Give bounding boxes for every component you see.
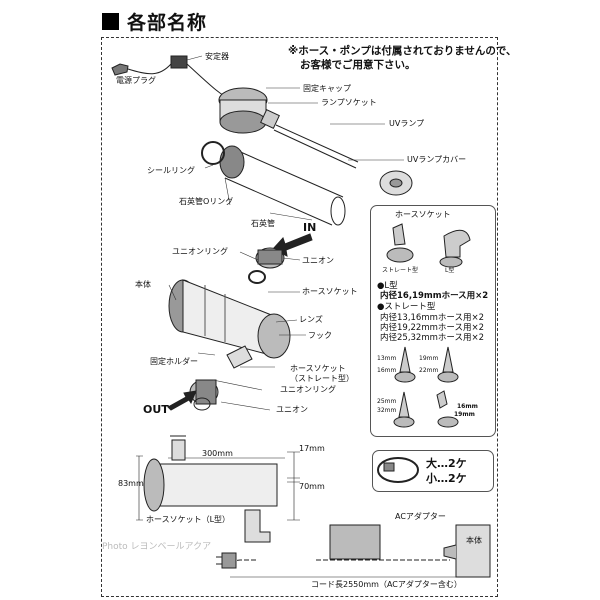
hose-band-box bbox=[372, 450, 494, 492]
straight-type-label: ストレート型 bbox=[382, 267, 419, 274]
ac-adapter-shape bbox=[329, 524, 381, 560]
diagram-frame bbox=[101, 37, 498, 597]
l-spec: 内径16,19mmホース用×2 bbox=[380, 291, 489, 301]
hose-panel-title: ホースソケット bbox=[395, 210, 451, 219]
fixing-cap-label: 固定キャップ bbox=[303, 84, 351, 93]
straight-head: ●ストレート型 bbox=[377, 302, 436, 312]
section-heading: 各部名称 bbox=[102, 8, 207, 35]
lens-label: レンズ bbox=[299, 315, 323, 324]
lamp-socket-label: ランプソケット bbox=[321, 98, 377, 107]
dim-height: 83mm bbox=[118, 479, 144, 488]
seal-ring-label: シールリング bbox=[147, 166, 195, 175]
power-plug-shape bbox=[111, 63, 129, 76]
uv-lamp-shape bbox=[273, 124, 359, 169]
straight-spec-1: 内径13,16mmホース用×2 bbox=[380, 313, 484, 323]
union-bottom-label: ユニオン bbox=[276, 405, 308, 414]
hose-socket-l-label: ホースソケット（L型） bbox=[146, 515, 231, 524]
body-label: 本体 bbox=[135, 280, 151, 289]
union-top-label: ユニオン bbox=[302, 256, 334, 265]
size-l-16: 16mm bbox=[457, 403, 478, 410]
ac-adapter-label: ACアダプター bbox=[395, 512, 446, 521]
l-head: ●L型 bbox=[377, 281, 398, 291]
cord-length-label: コード長2550mm（ACアダプター含む） bbox=[311, 580, 462, 589]
band-small: 小…2ケ bbox=[426, 472, 467, 485]
quartz-oring-label: 石英管Oリング bbox=[179, 197, 234, 206]
hose-socket-panel bbox=[370, 205, 496, 437]
hose-socket-label: ホースソケット bbox=[302, 287, 358, 296]
power-cord-shape bbox=[231, 559, 450, 562]
quartz-tube-label: 石英管 bbox=[251, 219, 275, 228]
hook-label: フック bbox=[308, 331, 332, 340]
straight-spec-3: 内径25,32mmホース用×2 bbox=[380, 333, 484, 343]
size-13: 13mm bbox=[377, 355, 397, 362]
power-plug-label: 電源プラグ bbox=[116, 76, 156, 85]
hose-band-counts: 大…2ケ 小…2ケ bbox=[426, 456, 467, 486]
dim-right: 70mm bbox=[299, 482, 325, 491]
straight-spec-2: 内径19,22mmホース用×2 bbox=[380, 323, 484, 333]
note-line-2: お客様でご用意下さい。 bbox=[300, 59, 416, 71]
uv-lamp-cover-label: UVランプカバー bbox=[407, 155, 467, 164]
hose-socket-straight-label: ホースソケット （ストレート型） bbox=[290, 364, 354, 383]
band-large: 大…2ケ bbox=[426, 457, 467, 470]
size-25: 25mm bbox=[377, 398, 397, 405]
note: ※ホース・ポンプは付属されておりませんので、 お客様でご用意下さい。 bbox=[288, 44, 517, 72]
dim-top: 17mm bbox=[299, 444, 325, 453]
quartz-tube-shape bbox=[224, 149, 344, 226]
dim-length: 300mm bbox=[202, 449, 233, 458]
out-label: OUT bbox=[143, 403, 169, 416]
size-16: 16mm bbox=[377, 367, 397, 374]
in-label: IN bbox=[303, 221, 317, 234]
heading-square-icon bbox=[102, 13, 119, 30]
body-bottom-label: 本体 bbox=[466, 536, 482, 545]
l-type-label: L型 bbox=[445, 267, 455, 274]
union-ring-bottom-label: ユニオンリング bbox=[280, 385, 336, 394]
note-line-1: ※ホース・ポンプは付属されておりませんので、 bbox=[288, 45, 517, 57]
page-title: 各部名称 bbox=[127, 12, 208, 34]
size-l-19: 19mm bbox=[454, 411, 475, 418]
size-22: 22mm bbox=[419, 367, 439, 374]
watermark: Photo レヨンベールアクア bbox=[102, 542, 212, 552]
ballast-shape bbox=[170, 55, 188, 69]
size-32: 32mm bbox=[377, 407, 397, 414]
uv-lamp-label: UVランプ bbox=[389, 119, 425, 128]
fixing-holder-label: 固定ホルダー bbox=[150, 357, 198, 366]
size-19: 19mm bbox=[419, 355, 439, 362]
hose-band-shape bbox=[377, 457, 419, 483]
union-ring-top-label: ユニオンリング bbox=[172, 247, 228, 256]
ballast-label: 安定器 bbox=[205, 52, 229, 61]
